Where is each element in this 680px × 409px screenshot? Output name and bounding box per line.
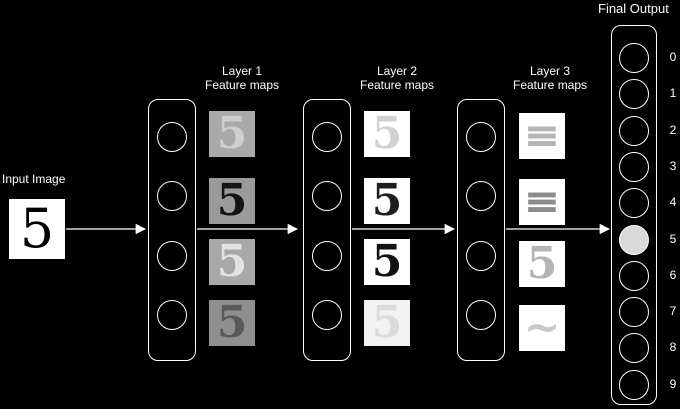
output-box bbox=[611, 25, 657, 405]
output-class-label: 5 bbox=[669, 232, 677, 246]
layer-3-feature-map: 5 bbox=[519, 241, 565, 287]
feature-map-glyph: 5 bbox=[371, 239, 403, 285]
output-neuron-3 bbox=[619, 152, 649, 182]
output-neuron-5 bbox=[619, 225, 649, 255]
layer-3-neuron bbox=[466, 300, 496, 330]
final-output-title: Final Output bbox=[598, 1, 669, 16]
output-class-label: 6 bbox=[669, 268, 677, 282]
layer-3-feature-map: ~ bbox=[519, 305, 565, 351]
layer-1-feature-map: 5 bbox=[209, 300, 255, 346]
layer-2-feature-map: 5 bbox=[364, 178, 410, 224]
output-neuron-9 bbox=[619, 370, 649, 400]
layer-1-feature-map: 5 bbox=[209, 111, 255, 157]
feature-map-glyph: 5 bbox=[216, 239, 248, 285]
layer-2-neuron bbox=[312, 122, 342, 152]
output-neuron-8 bbox=[619, 333, 649, 363]
output-class-label: 4 bbox=[669, 195, 677, 209]
output-class-label: 9 bbox=[669, 377, 677, 391]
layer-2-neuron bbox=[312, 181, 342, 211]
layer-3-feature-map: ≡ bbox=[519, 179, 565, 225]
layer-3-box bbox=[457, 99, 505, 361]
layer-2-feature-map: 5 bbox=[364, 111, 410, 157]
layer-3-neuron bbox=[466, 181, 496, 211]
layer-2-box bbox=[303, 99, 351, 361]
output-neuron-7 bbox=[619, 297, 649, 327]
output-neuron-1 bbox=[619, 79, 649, 109]
feature-map-glyph: ≡ bbox=[523, 179, 561, 225]
layer-1-neuron bbox=[157, 122, 187, 152]
feature-map-glyph: 5 bbox=[216, 178, 248, 224]
layer-1-feature-map: 5 bbox=[209, 239, 255, 285]
output-neuron-2 bbox=[619, 116, 649, 146]
feature-map-glyph: 5 bbox=[216, 111, 248, 157]
feature-map-glyph: ~ bbox=[523, 305, 561, 351]
feature-map-glyph: 5 bbox=[371, 111, 403, 157]
layer-1-neuron bbox=[157, 300, 187, 330]
output-class-label: 3 bbox=[669, 159, 677, 173]
layer-1-neuron bbox=[157, 181, 187, 211]
layer-1-feature-map: 5 bbox=[209, 178, 255, 224]
layer-3-neuron bbox=[466, 122, 496, 152]
feature-map-glyph: 5 bbox=[371, 178, 403, 224]
layer-2-neuron bbox=[312, 300, 342, 330]
input-image: 5 bbox=[9, 199, 65, 259]
layer-3-feature-map: ≡ bbox=[519, 113, 565, 159]
output-class-label: 7 bbox=[669, 304, 677, 318]
output-class-label: 0 bbox=[669, 50, 677, 64]
layer-1-box bbox=[148, 99, 196, 361]
input-digit: 5 bbox=[19, 199, 55, 259]
layer-2-feature-map: 5 bbox=[364, 239, 410, 285]
output-class-label: 2 bbox=[669, 123, 677, 137]
output-neuron-6 bbox=[619, 261, 649, 291]
feature-map-glyph: 5 bbox=[371, 300, 403, 346]
feature-map-glyph: 5 bbox=[216, 300, 248, 346]
feature-map-glyph: 5 bbox=[526, 241, 558, 287]
input-image-label: Input Image bbox=[2, 172, 66, 186]
layer-1-neuron bbox=[157, 241, 187, 271]
layer-2-neuron bbox=[312, 241, 342, 271]
output-class-label: 1 bbox=[669, 86, 677, 100]
layer-2-feature-map: 5 bbox=[364, 300, 410, 346]
feature-map-glyph: ≡ bbox=[523, 113, 561, 159]
output-neuron-4 bbox=[619, 188, 649, 218]
layer-3-neuron bbox=[466, 241, 496, 271]
output-class-label: 8 bbox=[669, 340, 677, 354]
output-neuron-0 bbox=[619, 43, 649, 73]
